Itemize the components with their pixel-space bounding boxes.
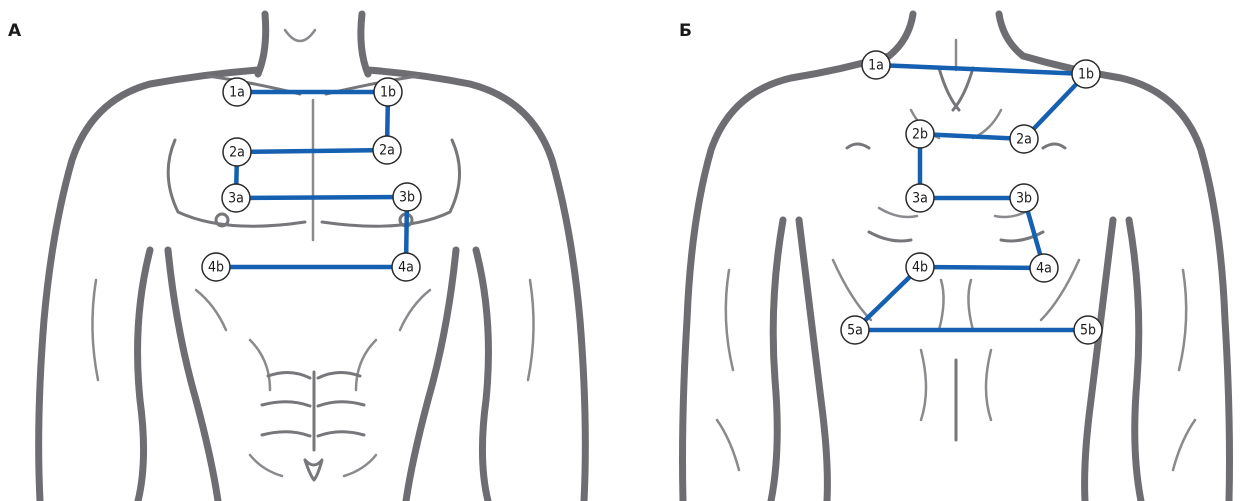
node-label: 1a bbox=[229, 85, 245, 101]
electrode-node-3b: 3b bbox=[1010, 184, 1038, 212]
connector-3a-3b bbox=[236, 197, 407, 198]
electrode-node-1a: 1a bbox=[862, 51, 890, 79]
node-label: 3a bbox=[912, 191, 928, 207]
electrode-node-1b: 1b bbox=[1072, 60, 1100, 88]
connector-lines bbox=[216, 92, 407, 267]
back-torso-figure: 1a 1b 2a 2b 3a 3b 4a 4b 5a 5b bbox=[621, 0, 1242, 501]
electrode-node-3a: 3a bbox=[906, 184, 934, 212]
body-outline bbox=[39, 14, 586, 501]
anatomy-details bbox=[717, 40, 1195, 470]
node-label: 4a bbox=[398, 260, 414, 276]
electrode-node-1b: 1b bbox=[374, 78, 402, 106]
panel-front: А bbox=[0, 0, 621, 501]
electrode-node-5a: 5a bbox=[841, 316, 869, 344]
node-label: 2a bbox=[1016, 132, 1032, 148]
electrode-node-3a: 3a bbox=[222, 184, 250, 212]
node-label: 3b bbox=[399, 190, 415, 206]
electrode-node-4b: 4b bbox=[906, 253, 934, 281]
front-torso-figure: 1a 1b 2a 2a 3a 3b 4a 4b bbox=[0, 0, 621, 501]
node-label: 4a bbox=[1036, 261, 1052, 277]
electrode-node-4a: 4a bbox=[1030, 254, 1058, 282]
electrode-node-5b: 5b bbox=[1074, 316, 1102, 344]
node-label: 3a bbox=[228, 191, 244, 207]
electrode-node-3b: 3b bbox=[393, 183, 421, 211]
connector-2a-2b bbox=[920, 134, 1024, 139]
electrode-node-2b: 2b bbox=[906, 120, 934, 148]
node-label: 2a bbox=[379, 143, 395, 159]
node-label: 1b bbox=[1078, 67, 1094, 83]
node-label: 2a bbox=[229, 145, 245, 161]
node-label: 4b bbox=[912, 260, 928, 276]
electrode-node-1a: 1a bbox=[223, 78, 251, 106]
electrode-node-2b: 2a bbox=[373, 136, 401, 164]
electrode-node-2a: 2a bbox=[1010, 125, 1038, 153]
electrode-node-4a: 4a bbox=[392, 253, 420, 281]
node-label: 4b bbox=[208, 260, 224, 276]
node-label: 5b bbox=[1080, 323, 1096, 339]
connector-lines bbox=[855, 65, 1088, 330]
connector-4a-4b bbox=[920, 267, 1044, 268]
node-label: 1a bbox=[868, 58, 884, 74]
node-label: 2b bbox=[912, 127, 928, 143]
electrode-node-4b: 4b bbox=[202, 253, 230, 281]
panel-back: Б bbox=[621, 0, 1242, 501]
node-label: 5a bbox=[847, 323, 863, 339]
connector-2b-2a bbox=[237, 150, 387, 152]
anatomy-details bbox=[92, 30, 533, 480]
node-label: 1b bbox=[380, 85, 396, 101]
electrode-node-2a: 2a bbox=[223, 138, 251, 166]
node-label: 3b bbox=[1016, 191, 1032, 207]
